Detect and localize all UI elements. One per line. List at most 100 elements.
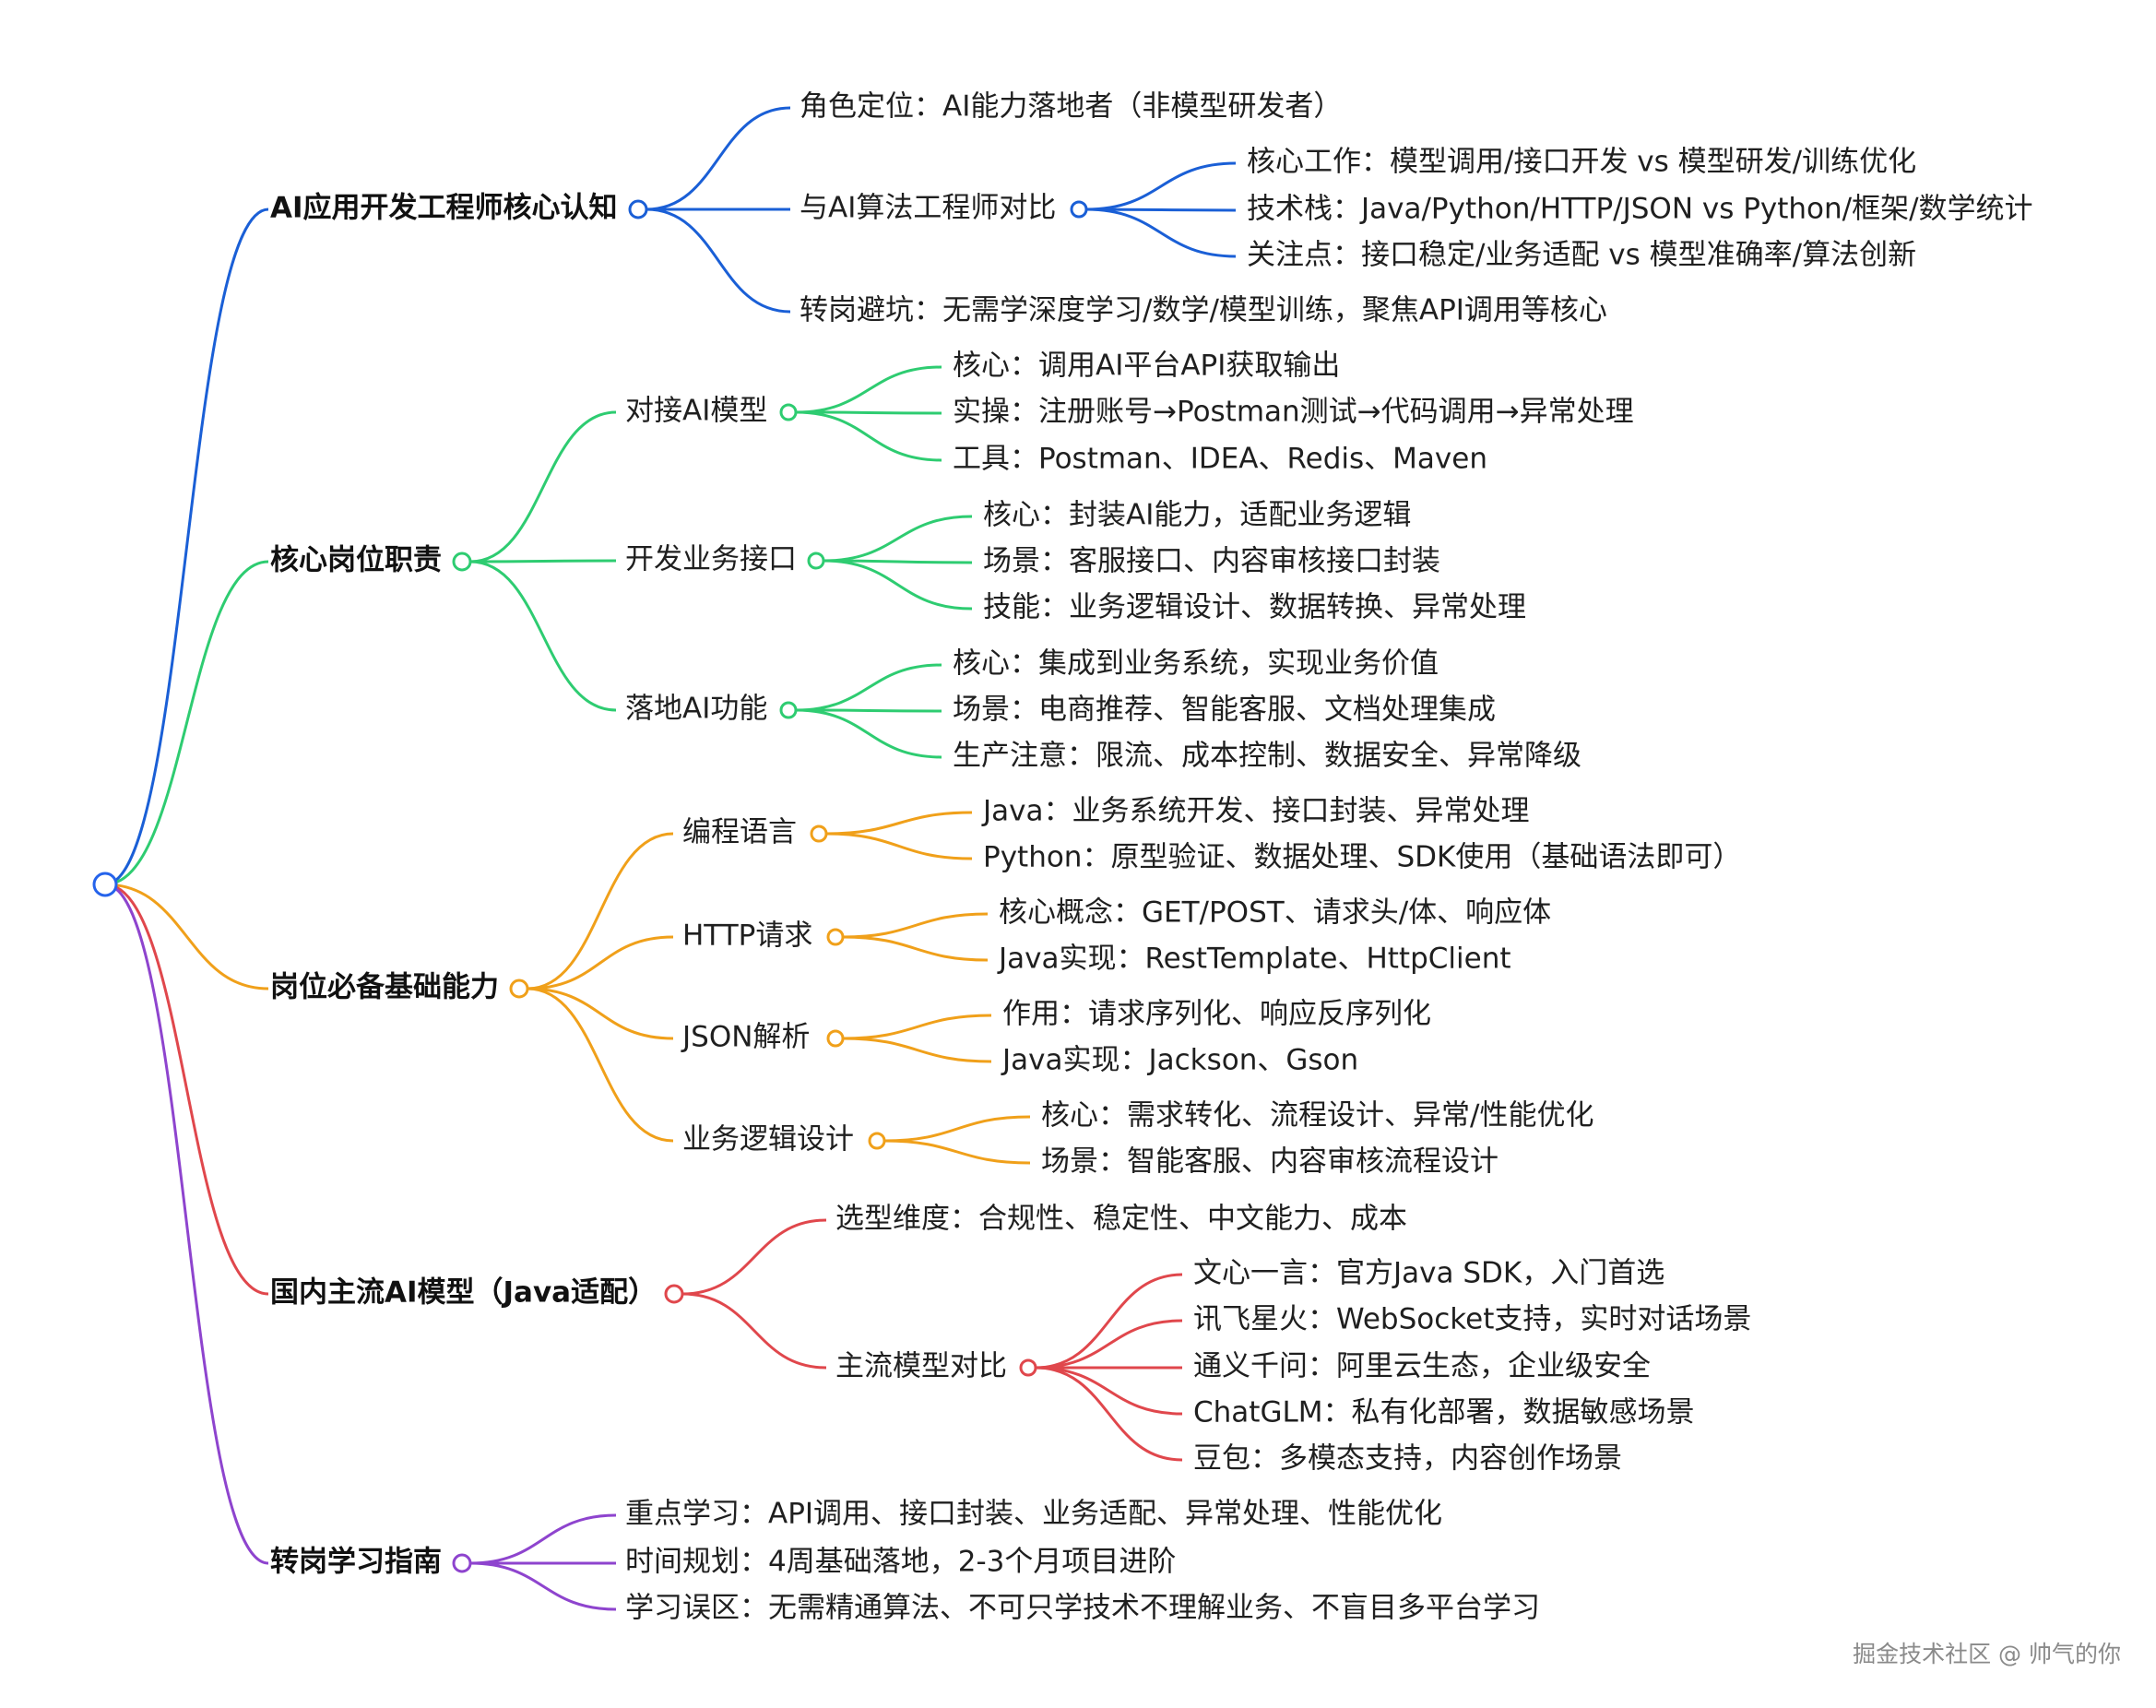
edge-branch-1-child-0-to-leaf-0 bbox=[795, 365, 942, 414]
edge-root-to-branch-0 bbox=[104, 208, 269, 886]
branch-1-child-0-leaf-2-label[interactable]: 工具：Postman、IDEA、Redis、Maven bbox=[953, 443, 1487, 476]
branch-0-collapse-dot[interactable] bbox=[628, 199, 648, 219]
branch-2-child-2-leaf-1-label[interactable]: Java实现：Jackson、Gson bbox=[1001, 1044, 1358, 1077]
edge-branch-2-child-1-to-leaf-0 bbox=[842, 912, 989, 939]
edge-branch-0-to-child-0 bbox=[646, 106, 791, 211]
branch-1-collapse-dot[interactable] bbox=[452, 552, 472, 572]
edge-branch-2-child-2-to-leaf-1 bbox=[842, 1037, 992, 1063]
edge-branch-1-child-2-to-leaf-0 bbox=[795, 663, 942, 712]
edge-branch-0-child-1-to-leaf-0 bbox=[1085, 161, 1237, 211]
branch-2-child-3-leaf-0-label[interactable]: 核心：需求转化、流程设计、异常/性能优化 bbox=[1041, 1099, 1593, 1133]
edge-branch-2-to-child-0 bbox=[527, 832, 674, 990]
edge-branch-1-child-2-to-leaf-2 bbox=[795, 708, 942, 759]
branch-2-child-3-label[interactable]: 业务逻辑设计 bbox=[682, 1123, 854, 1156]
branch-1-child-0-leaf-0-label[interactable]: 核心：调用AI平台API获取输出 bbox=[953, 350, 1340, 383]
branch-4-label[interactable]: 转岗学习指南 bbox=[270, 1546, 442, 1579]
branch-2-collapse-dot[interactable] bbox=[509, 979, 529, 999]
branch-1-child-2-label[interactable]: 落地AI功能 bbox=[625, 693, 767, 726]
edge-branch-3-child-1-to-leaf-3 bbox=[1035, 1366, 1183, 1416]
branch-3-child-1-collapse-dot[interactable] bbox=[1019, 1358, 1037, 1377]
branch-3-collapse-dot[interactable] bbox=[664, 1284, 684, 1304]
branch-4-collapse-dot[interactable] bbox=[452, 1553, 472, 1573]
branch-1-child-1-label[interactable]: 开发业务接口 bbox=[625, 543, 797, 576]
branch-2-child-0-leaf-0-label[interactable]: Java：业务系统开发、接口封装、异常处理 bbox=[981, 795, 1529, 828]
edge-branch-1-child-1-to-leaf-1 bbox=[823, 559, 973, 564]
edge-root-to-branch-4 bbox=[104, 883, 269, 1565]
edge-branch-1-to-child-1 bbox=[469, 559, 617, 563]
edge-branch-2-child-1-to-leaf-1 bbox=[842, 935, 989, 962]
edge-branch-1-to-child-2 bbox=[469, 560, 617, 712]
edge-branch-3-child-1-to-leaf-1 bbox=[1035, 1319, 1183, 1370]
edge-branch-2-child-0-to-leaf-0 bbox=[825, 811, 973, 836]
root-node-dot[interactable] bbox=[92, 872, 118, 897]
branch-2-child-1-leaf-0-label[interactable]: 核心概念：GET/POST、请求头/体、响应体 bbox=[999, 896, 1551, 930]
branch-2-child-0-label[interactable]: 编程语言 bbox=[682, 816, 797, 849]
branch-3-child-1-leaf-0-label[interactable]: 文心一言：官方Java SDK，入门首选 bbox=[1193, 1257, 1664, 1290]
branch-1-child-1-leaf-1-label[interactable]: 场景：客服接口、内容审核接口封装 bbox=[983, 545, 1440, 578]
branch-2-child-3-collapse-dot[interactable] bbox=[868, 1132, 886, 1150]
branch-2-child-0-collapse-dot[interactable] bbox=[810, 824, 828, 843]
edge-branch-1-child-1-to-leaf-2 bbox=[823, 559, 973, 611]
branch-1-label[interactable]: 核心岗位职责 bbox=[270, 544, 442, 577]
edge-branch-2-child-3-to-leaf-1 bbox=[883, 1139, 1031, 1165]
branch-2-child-2-leaf-0-label[interactable]: 作用：请求序列化、响应反序列化 bbox=[1002, 998, 1431, 1031]
branch-2-child-1-collapse-dot[interactable] bbox=[826, 928, 845, 946]
edge-branch-1-child-2-to-leaf-1 bbox=[795, 708, 942, 713]
branch-3-child-1-label[interactable]: 主流模型对比 bbox=[835, 1350, 1007, 1383]
branch-0-child-2-label[interactable]: 转岗避坑：无需学深度学习/数学/模型训练，聚焦API调用等核心 bbox=[800, 294, 1607, 327]
branch-1-child-1-collapse-dot[interactable] bbox=[807, 552, 825, 570]
branch-0-label[interactable]: AI应用开发工程师核心认知 bbox=[270, 192, 618, 225]
branch-2-child-3-leaf-1-label[interactable]: 场景：智能客服、内容审核流程设计 bbox=[1041, 1145, 1499, 1179]
branch-3-label[interactable]: 国内主流AI模型（Java适配） bbox=[270, 1276, 657, 1310]
branch-4-child-1-label[interactable]: 时间规划：4周基础落地，2-3个月项目进阶 bbox=[625, 1546, 1176, 1579]
edge-branch-1-to-child-0 bbox=[469, 410, 617, 563]
edge-branch-4-to-child-0 bbox=[469, 1513, 617, 1565]
edge-root-to-branch-3 bbox=[104, 883, 269, 1296]
branch-3-child-1-leaf-1-label[interactable]: 讯飞星火：WebSocket支持，实时对话场景 bbox=[1193, 1303, 1751, 1336]
branch-4-child-2-label[interactable]: 学习误区：无需精通算法、不可只学技术不理解业务、不盲目多平台学习 bbox=[625, 1592, 1540, 1625]
branch-0-child-1-label[interactable]: 与AI算法工程师对比 bbox=[800, 192, 1056, 225]
branch-2-child-1-label[interactable]: HTTP请求 bbox=[682, 919, 812, 953]
mind-map-edges bbox=[104, 106, 1237, 1611]
branch-3-child-1-leaf-3-label[interactable]: ChatGLM：私有化部署，数据敏感场景 bbox=[1193, 1396, 1694, 1429]
branch-2-child-1-leaf-1-label[interactable]: Java实现：RestTemplate、HttpClient bbox=[997, 943, 1511, 976]
branch-4-child-0-label[interactable]: 重点学习：API调用、接口封装、业务适配、异常处理、性能优化 bbox=[625, 1498, 1442, 1531]
branch-2-child-2-collapse-dot[interactable] bbox=[826, 1029, 845, 1048]
branch-1-child-0-label[interactable]: 对接AI模型 bbox=[625, 395, 767, 428]
branch-1-child-1-leaf-2-label[interactable]: 技能：业务逻辑设计、数据转换、异常处理 bbox=[983, 591, 1526, 624]
watermark: 掘金技术社区 @ 帅气的你 bbox=[1853, 1641, 2121, 1667]
edge-branch-2-child-0-to-leaf-1 bbox=[825, 832, 973, 860]
edge-branch-3-child-1-to-leaf-4 bbox=[1035, 1366, 1183, 1462]
edge-branch-4-to-child-2 bbox=[469, 1561, 617, 1611]
edge-branch-3-child-1-to-leaf-0 bbox=[1035, 1273, 1183, 1370]
branch-2-child-2-label[interactable]: JSON解析 bbox=[681, 1021, 810, 1054]
branch-1-child-2-leaf-2-label[interactable]: 生产注意：限流、成本控制、数据安全、异常降级 bbox=[953, 740, 1581, 773]
edge-branch-1-child-0-to-leaf-2 bbox=[795, 410, 942, 462]
branch-0-child-1-collapse-dot[interactable] bbox=[1070, 200, 1088, 219]
branch-3-child-1-leaf-4-label[interactable]: 豆包：多模态支持，内容创作场景 bbox=[1193, 1442, 1622, 1476]
edge-branch-0-child-1-to-leaf-1 bbox=[1085, 208, 1237, 212]
branch-1-child-1-leaf-0-label[interactable]: 核心：封装AI能力，适配业务逻辑 bbox=[983, 499, 1411, 532]
branch-1-child-0-leaf-1-label[interactable]: 实操：注册账号→Postman测试→代码调用→异常处理 bbox=[953, 396, 1634, 429]
edge-branch-2-child-3-to-leaf-0 bbox=[883, 1115, 1031, 1143]
branch-0-child-0-label[interactable]: 角色定位：AI能力落地者（非模型研发者） bbox=[800, 90, 1342, 124]
branch-0-child-1-leaf-0-label[interactable]: 核心工作：模型调用/接口开发 vs 模型研发/训练优化 bbox=[1247, 146, 1916, 179]
edge-branch-2-to-child-3 bbox=[527, 987, 674, 1143]
edge-branch-1-child-0-to-leaf-1 bbox=[795, 410, 942, 415]
edge-branch-0-child-1-to-leaf-2 bbox=[1085, 208, 1237, 258]
branch-2-child-0-leaf-1-label[interactable]: Python：原型验证、数据处理、SDK使用（基础语法即可） bbox=[983, 841, 1741, 874]
branch-2-label[interactable]: 岗位必备基础能力 bbox=[270, 971, 499, 1004]
branch-1-child-2-collapse-dot[interactable] bbox=[779, 701, 798, 719]
branch-1-child-0-collapse-dot[interactable] bbox=[779, 403, 798, 421]
edge-branch-2-child-2-to-leaf-0 bbox=[842, 1014, 992, 1040]
branch-1-child-2-leaf-0-label[interactable]: 核心：集成到业务系统，实现业务价值 bbox=[953, 647, 1439, 681]
branch-0-child-1-leaf-2-label[interactable]: 关注点：接口稳定/业务适配 vs 模型准确率/算法创新 bbox=[1247, 239, 1916, 272]
branch-1-child-2-leaf-1-label[interactable]: 场景：电商推荐、智能客服、文档处理集成 bbox=[953, 694, 1496, 727]
branch-3-child-1-leaf-2-label[interactable]: 通义千问：阿里云生态，企业级安全 bbox=[1193, 1350, 1651, 1383]
branch-0-child-1-leaf-1-label[interactable]: 技术栈：Java/Python/HTTP/JSON vs Python/框架/数… bbox=[1247, 193, 2033, 226]
edge-root-to-branch-1 bbox=[104, 560, 269, 886]
edge-branch-1-child-1-to-leaf-0 bbox=[823, 515, 973, 563]
branch-3-child-0-label[interactable]: 选型维度：合规性、稳定性、中文能力、成本 bbox=[835, 1203, 1407, 1236]
mind-map-labels: AI应用开发工程师核心认知 角色定位：AI能力落地者（非模型研发者） 与AI算法工程… bbox=[270, 90, 2033, 1625]
